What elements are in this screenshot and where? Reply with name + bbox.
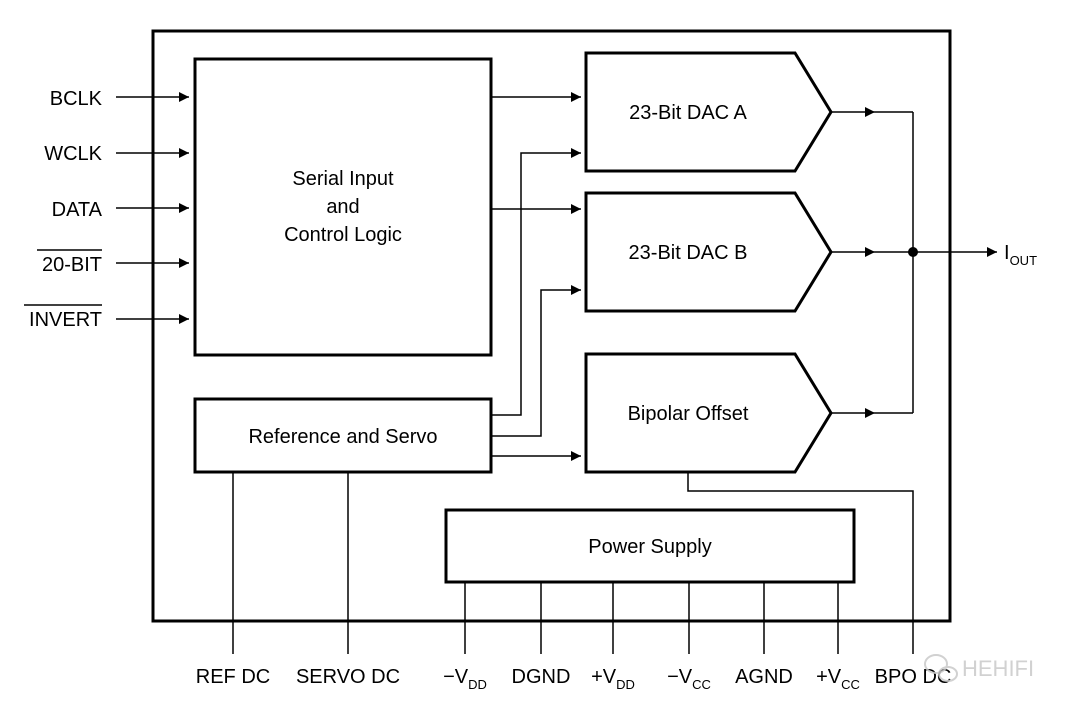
watermark: HEHIFI: [924, 654, 1034, 682]
dac-a-block: [584, 51, 833, 173]
input-wclk-label: WCLK: [44, 143, 102, 165]
serial-input-label-3: Control Logic: [284, 224, 402, 246]
input-20bit-label: 20-BIT: [42, 254, 102, 276]
pin-servo-dc-label: SERVO DC: [296, 666, 400, 688]
input-arrows: [116, 92, 189, 324]
output-wires: [831, 107, 997, 418]
serial-input-label-1: Serial Input: [292, 168, 394, 190]
wechat-icon: [924, 654, 958, 682]
summing-node: [908, 247, 918, 257]
input-data-label: DATA: [52, 199, 103, 221]
pin-pos-vdd-label: +VDD: [591, 666, 635, 692]
pin-neg-vdd-label: −VDD: [443, 666, 487, 692]
reference-servo-label: Reference and Servo: [248, 426, 437, 448]
power-supply-label: Power Supply: [588, 536, 711, 558]
input-bclk-label: BCLK: [50, 88, 103, 110]
pin-lines: [232, 472, 839, 654]
pin-agnd-label: AGND: [735, 666, 793, 688]
chip-outline: [151, 29, 952, 623]
dac-b-label: 23-Bit DAC B: [629, 242, 748, 264]
reference-wires: [491, 148, 581, 461]
pin-pos-vcc-label: +VCC: [816, 666, 860, 692]
serial-input-block: [193, 57, 493, 357]
pin-ref-dc-label: REF DC: [196, 666, 270, 688]
output-iout-label: IOUT: [1004, 242, 1037, 268]
pin-dgnd-label: DGND: [512, 666, 571, 688]
serial-to-dac-wires: [491, 92, 581, 214]
pin-neg-vcc-label: −VCC: [667, 666, 711, 692]
bipolar-offset-block: [584, 352, 833, 474]
serial-input-label-2: and: [326, 196, 359, 218]
dac-b-block: [584, 191, 833, 313]
bipolar-offset-label: Bipolar Offset: [628, 403, 749, 425]
input-invert-label: INVERT: [29, 309, 102, 331]
bpo-dc-wire: [687, 472, 914, 654]
watermark-text: HEHIFI: [962, 656, 1034, 681]
dac-a-label: 23-Bit DAC A: [629, 102, 747, 124]
power-supply-block: [444, 508, 856, 584]
